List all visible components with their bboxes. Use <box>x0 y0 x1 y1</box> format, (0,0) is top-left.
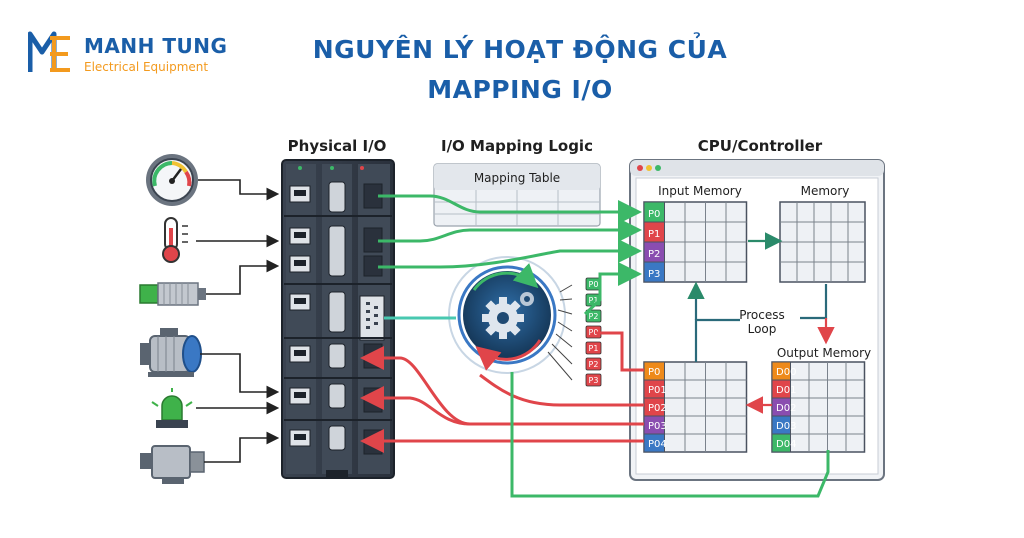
output-image-grid-label: P0 <box>648 367 660 378</box>
hub-tag-label: P1 <box>589 296 599 305</box>
output-memory-grid-label: D00 <box>776 367 796 378</box>
output-image-grid-label: P01 <box>648 385 667 396</box>
hub-tag <box>585 341 602 355</box>
brand-tagline: Electrical Equipment <box>84 60 209 74</box>
hub-tag <box>585 357 602 371</box>
plc-io-rack <box>281 159 395 479</box>
hub-tag-label: P2 <box>589 360 599 369</box>
hub-tag <box>585 309 602 323</box>
input-memory-grid-label: P1 <box>648 229 660 240</box>
hub-tag-label: P2 <box>589 312 599 321</box>
output-memory-grid-label: D01 <box>776 385 796 396</box>
hub-tag-label: P3 <box>589 376 599 385</box>
servo-motor-icon <box>140 445 205 484</box>
thermometer-icon <box>162 217 188 263</box>
gear-icon <box>482 292 534 339</box>
output-memory-grid-label: D02 <box>776 403 796 414</box>
output-flows <box>360 331 644 453</box>
mapping-table-title: Mapping Table <box>474 171 560 185</box>
proximity-sensor-icon <box>139 282 206 306</box>
memory-title: Memory <box>801 184 850 198</box>
title-line-1: NGUYÊN LÝ HOẠT ĐỘNG CỦA <box>312 35 728 64</box>
device-wires <box>196 179 280 463</box>
input-memory-grid-label: P3 <box>648 269 660 280</box>
motor-icon <box>140 328 202 377</box>
input-memory-grid-label: P0 <box>648 209 660 220</box>
hub-tag-label: P0 <box>589 328 599 337</box>
feedback-loop <box>510 372 830 498</box>
input-flows <box>378 194 642 316</box>
page-title: NGUYÊN LÝ HOẠT ĐỘNG CỦA MAPPING I/O <box>250 30 790 110</box>
output-image-grid-label: P03 <box>648 421 667 432</box>
header-mapping-logic: I/O Mapping Logic <box>441 137 593 155</box>
output-memory-grid-label: D03 <box>776 421 796 432</box>
title-line-2: MAPPING I/O <box>427 75 613 104</box>
output-image-grid-label: P04 <box>648 439 667 450</box>
output-image-grid-label: P02 <box>648 403 667 414</box>
hub-tag <box>585 373 602 387</box>
hub-tag-label: P0 <box>589 280 599 289</box>
brand-name: MANH TUNG <box>84 34 228 58</box>
output-memory-grid-label: D04 <box>776 439 796 450</box>
pressure-gauge-icon <box>146 154 198 206</box>
input-memory-title: Input Memory <box>658 184 742 198</box>
header-physical-io: Physical I/O <box>288 137 387 155</box>
brand-logo-icon <box>28 31 70 72</box>
memory-grid <box>779 201 866 283</box>
header-cpu: CPU/Controller <box>698 137 823 155</box>
input-memory-grid-label: P2 <box>648 249 660 260</box>
process-loop-arrows <box>687 232 835 414</box>
process-loop-line2: Loop <box>748 322 777 336</box>
hub-tag-label: P1 <box>589 344 599 353</box>
brand-logo: MANH TUNG Electrical Equipment <box>28 28 228 80</box>
signal-beacon-icon <box>151 388 193 428</box>
process-loop-line1: Process <box>739 308 785 322</box>
output-memory-title: Output Memory <box>777 346 871 360</box>
